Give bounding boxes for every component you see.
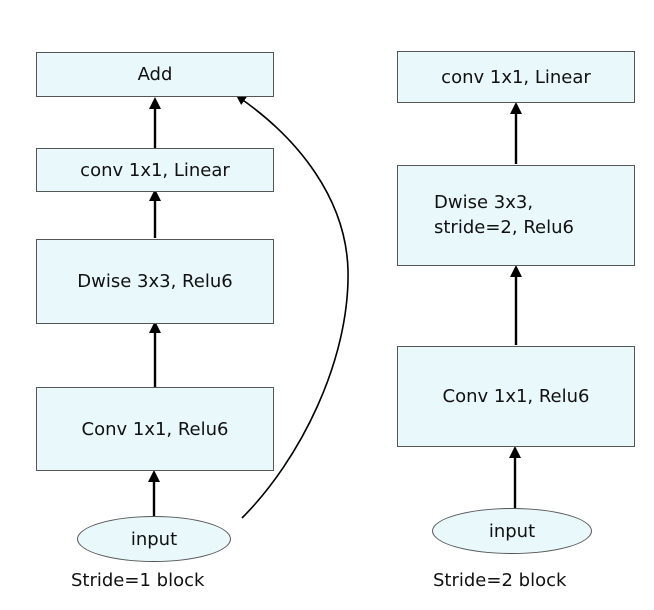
skip-connection-arrow [235, 95, 349, 519]
right-conv-linear-label: conv 1x1, Linear [441, 66, 591, 88]
right-dwise-node: Dwise 3x3, stride=2, Relu6 [397, 165, 635, 266]
left-input-label: input [130, 528, 178, 550]
right-conv-linear-node: conv 1x1, Linear [397, 51, 635, 103]
left-conv-linear-node: conv 1x1, Linear [36, 148, 274, 192]
left-dwise-node: Dwise 3x3, Relu6 [36, 239, 274, 324]
right-conv-relu6-label: Conv 1x1, Relu6 [442, 386, 590, 407]
right-block-caption: Stride=2 block [433, 570, 567, 591]
left-add-label: Add [137, 64, 173, 85]
left-block-caption: Stride=1 block [71, 570, 205, 591]
right-conv-relu6-node: Conv 1x1, Relu6 [397, 346, 635, 447]
right-input-label: input [488, 520, 536, 542]
left-add-node: Add [36, 52, 274, 97]
left-input-node: input [77, 516, 231, 562]
left-dwise-label: Dwise 3x3, Relu6 [77, 271, 233, 292]
left-conv-linear-label: conv 1x1, Linear [80, 159, 230, 181]
left-conv-relu6-node: Conv 1x1, Relu6 [36, 387, 274, 471]
right-input-node: input [432, 508, 592, 554]
right-dwise-label: Dwise 3x3, stride=2, Relu6 [434, 192, 574, 238]
left-conv-relu6-label: Conv 1x1, Relu6 [81, 418, 229, 440]
